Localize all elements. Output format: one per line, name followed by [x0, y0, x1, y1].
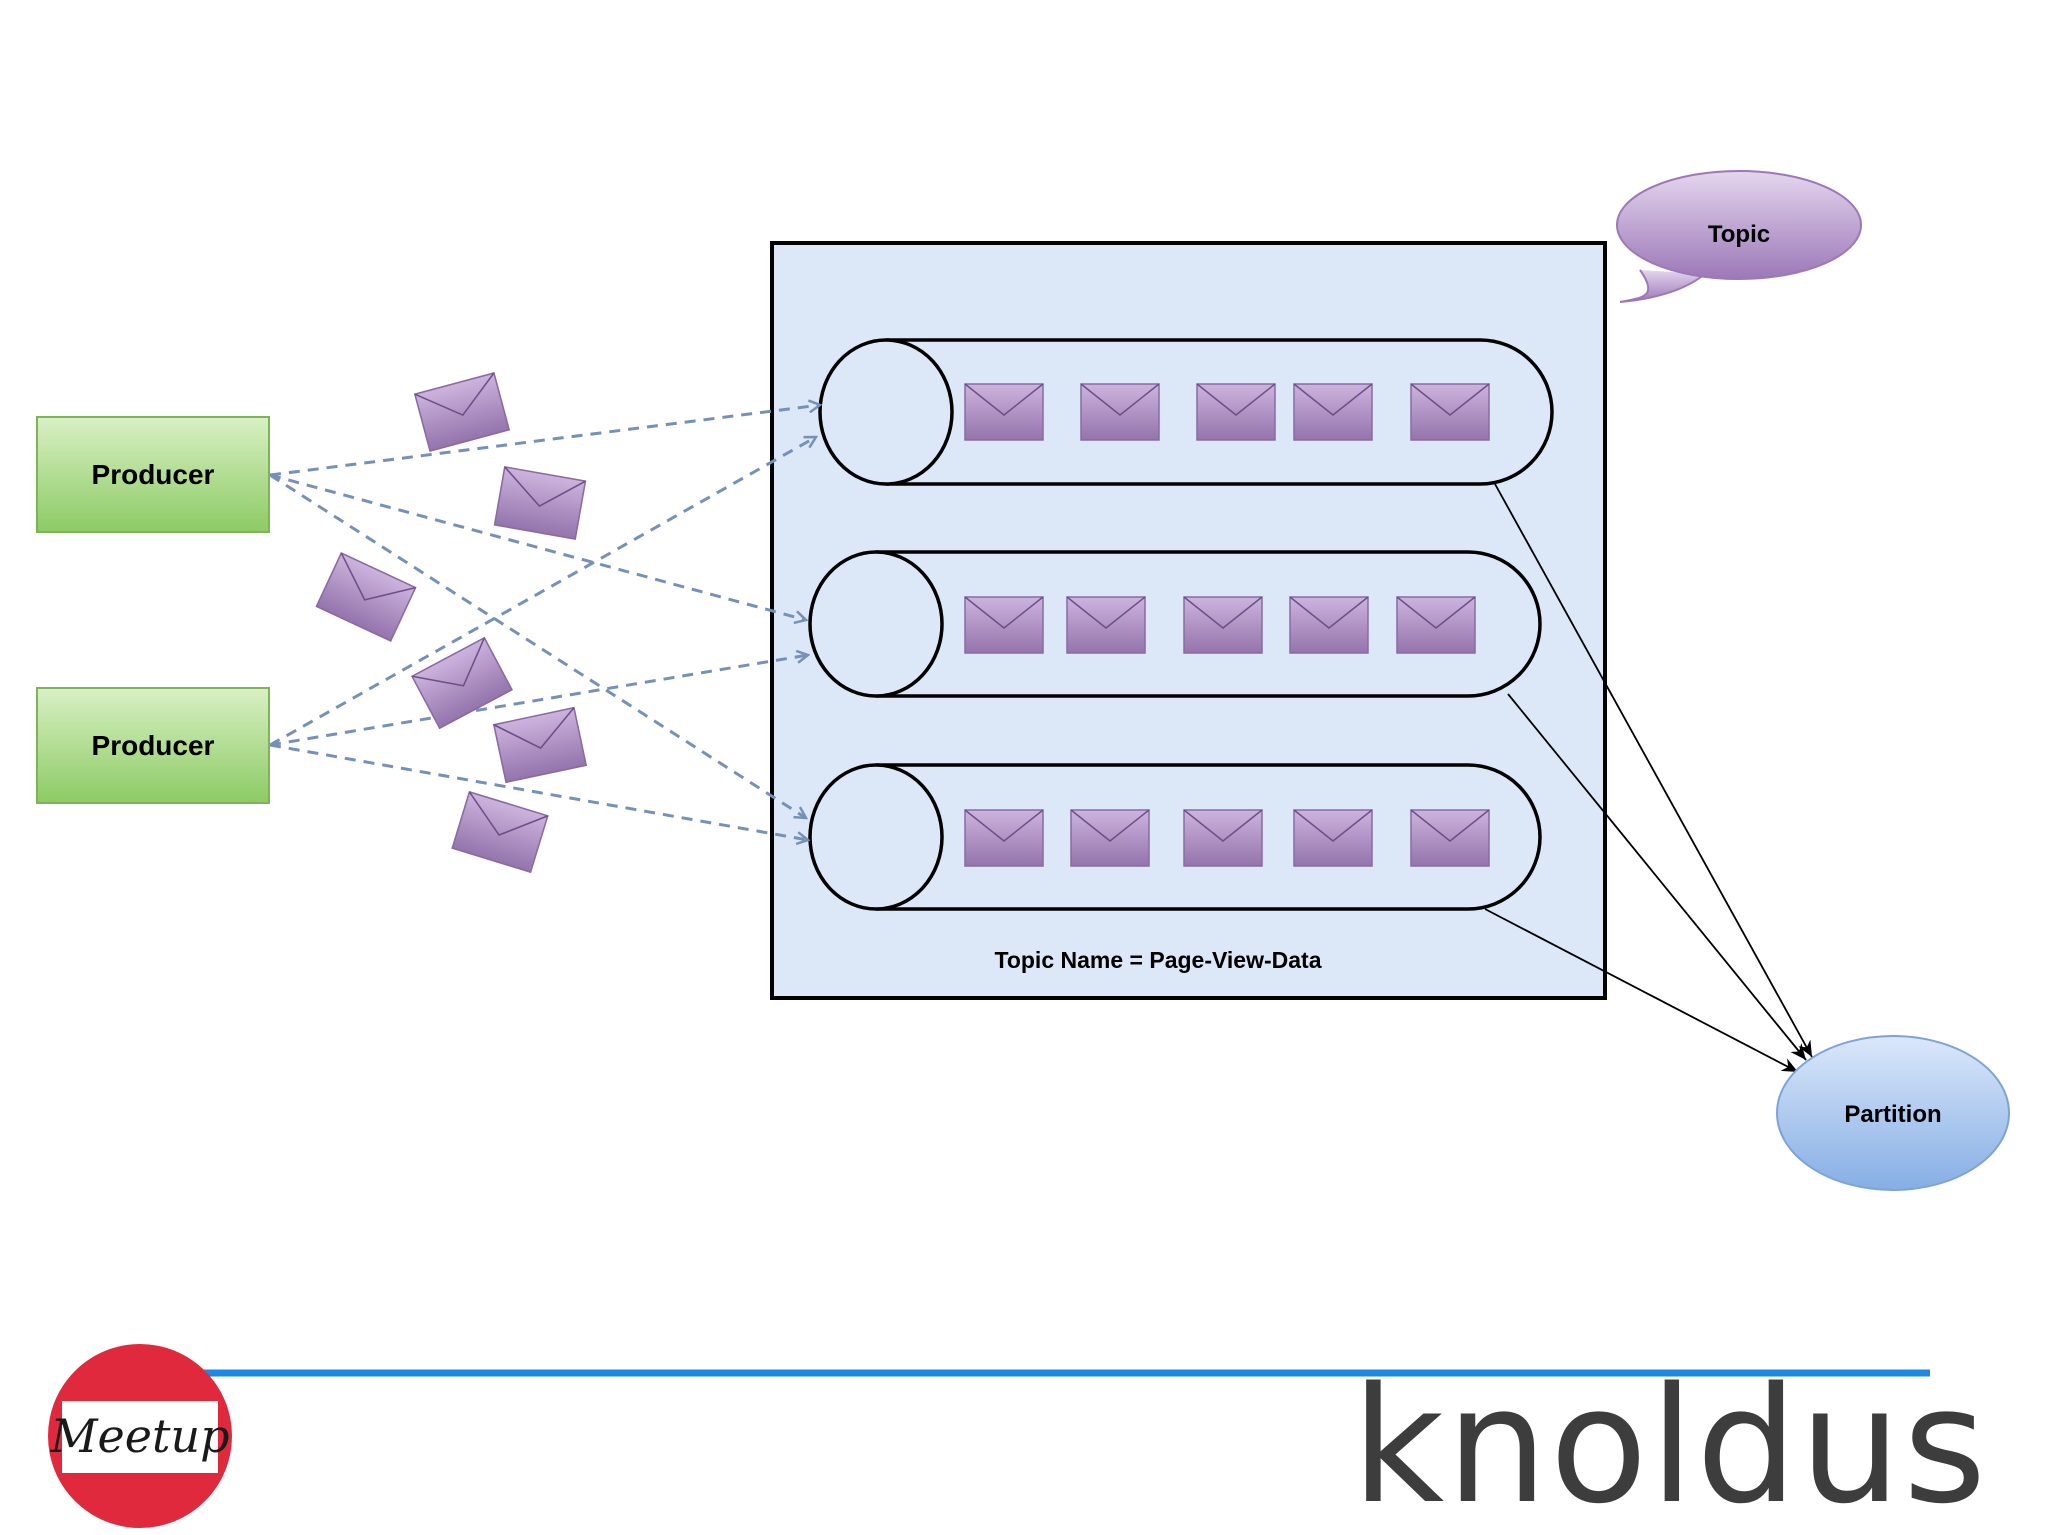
- message-envelope-icon: [1396, 596, 1476, 654]
- message-envelope-icon: [1289, 596, 1369, 654]
- partition-bubble-label: Partition: [1844, 1101, 1941, 1128]
- arrow-p2-to-partition1: [269, 435, 816, 747]
- topic-callout: Topic: [1616, 170, 1862, 303]
- partition-bubble: Partition: [1776, 1035, 2010, 1191]
- message-envelope-icon: [1183, 596, 1263, 654]
- envelope-icon: [451, 791, 549, 873]
- partition-2-messages: [964, 596, 1476, 654]
- topic-callout-label: Topic: [1708, 221, 1770, 248]
- arrow-p2-to-partition3: [269, 743, 808, 840]
- meetup-logo: Meetup: [48, 1344, 232, 1528]
- envelope-icon: [493, 466, 587, 540]
- meetup-logo-text: Meetup: [49, 1409, 229, 1463]
- partition-1-messages: [964, 383, 1490, 441]
- knoldus-logo: knoldus: [1352, 1352, 1989, 1535]
- message-envelope-icon: [1293, 809, 1373, 867]
- in-flight-messages: [315, 372, 587, 873]
- envelope-icon: [315, 552, 417, 642]
- arrow-partition2-to-bubble: [1507, 693, 1807, 1061]
- message-envelope-icon: [964, 596, 1044, 654]
- arrow-partition3-to-bubble: [1484, 908, 1799, 1073]
- partition-pointer-arrows: [1484, 483, 1813, 1073]
- message-envelope-icon: [1410, 383, 1490, 441]
- message-envelope-icon: [1070, 809, 1150, 867]
- envelope-icon: [414, 372, 510, 452]
- message-envelope-icon: [964, 809, 1044, 867]
- message-envelope-icon: [1080, 383, 1160, 441]
- partition-3-messages: [964, 809, 1490, 867]
- producer-1-label: Producer: [92, 459, 215, 490]
- arrow-p1-to-partition2: [269, 473, 806, 620]
- arrow-partition1-to-bubble: [1494, 483, 1813, 1058]
- producer-2-label: Producer: [92, 730, 215, 761]
- envelope-icon: [493, 706, 587, 784]
- envelope-icon: [411, 637, 513, 729]
- topic-name-label: Topic Name = Page-View-Data: [994, 947, 1321, 973]
- producer-arrows: [269, 405, 820, 840]
- arrow-p1-to-partition1: [269, 405, 820, 477]
- arrow-p2-to-partition2: [269, 655, 808, 747]
- message-envelope-icon: [1293, 383, 1373, 441]
- message-envelope-icon: [1066, 596, 1146, 654]
- message-envelope-icon: [1183, 809, 1263, 867]
- producer-2: Producer: [36, 687, 270, 804]
- message-envelope-icon: [964, 383, 1044, 441]
- producer-1: Producer: [36, 416, 270, 533]
- message-envelope-icon: [1196, 383, 1276, 441]
- message-envelope-icon: [1410, 809, 1490, 867]
